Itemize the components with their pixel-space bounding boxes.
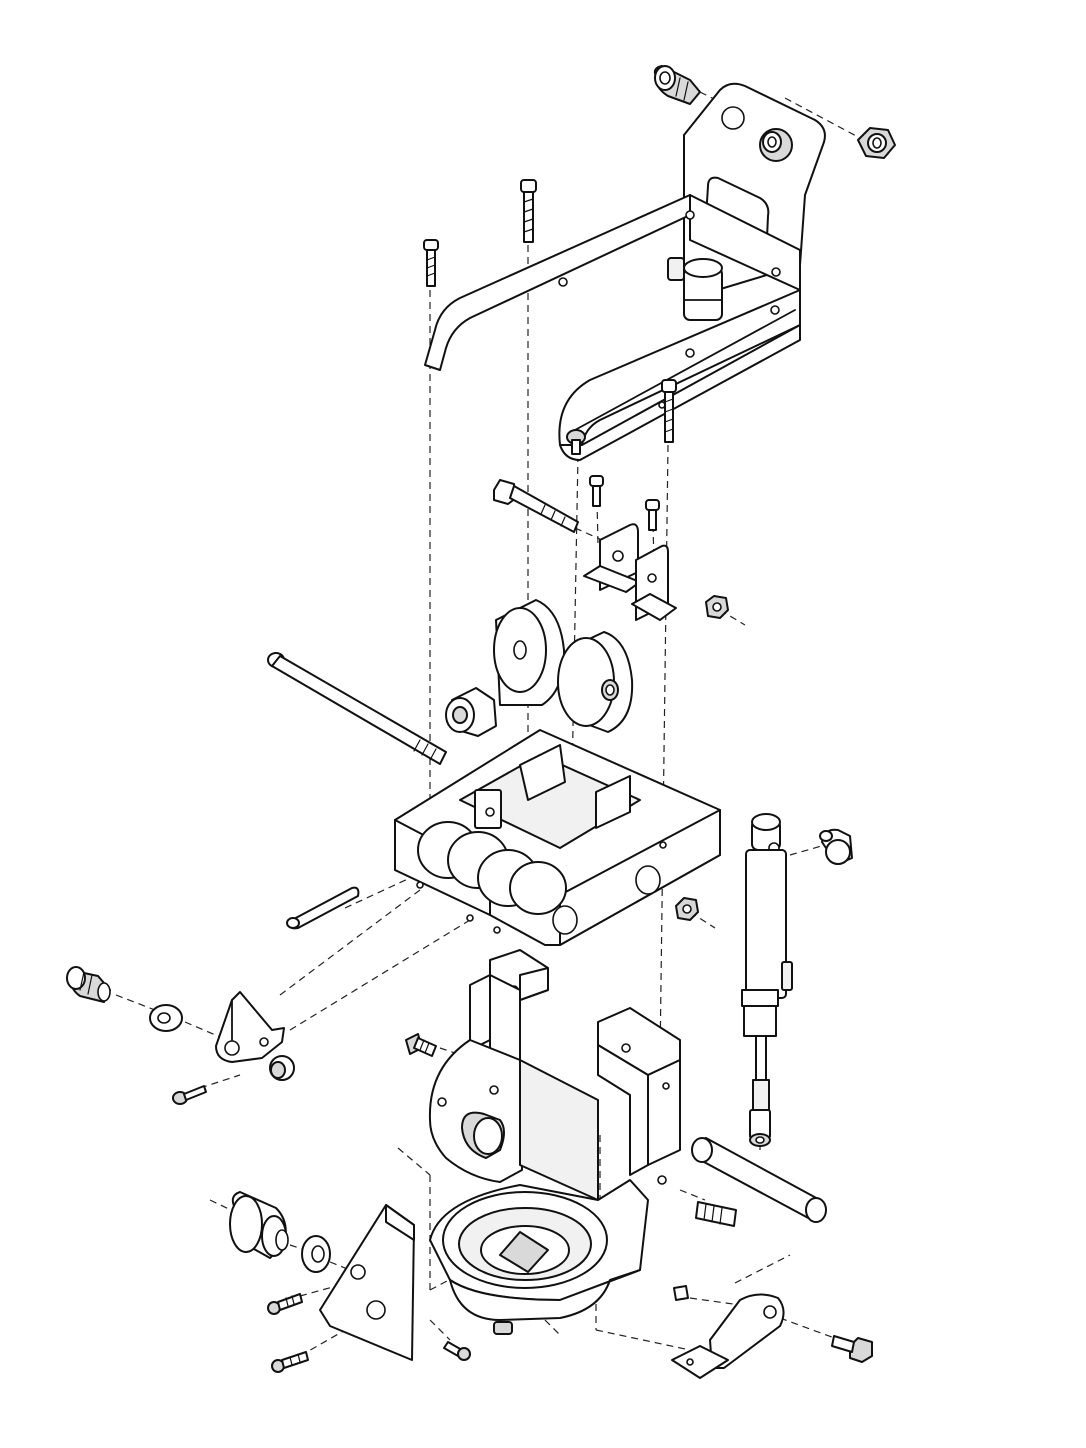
elbow-air-fitting xyxy=(819,828,853,865)
small-bushing-roller xyxy=(445,687,497,737)
lower-frame-housing xyxy=(428,949,681,1335)
arm-screw xyxy=(172,1085,207,1105)
long-threaded-rod xyxy=(267,652,447,765)
carriage-block xyxy=(394,729,721,946)
bumper-washer xyxy=(301,1235,331,1273)
round-shaft xyxy=(691,1137,827,1223)
threaded-stud-right xyxy=(695,1201,737,1227)
pneumatic-cylinder xyxy=(741,813,793,1147)
foot-bracket-screw xyxy=(673,1285,689,1301)
stud-screw xyxy=(405,1033,437,1057)
triangular-mount-plate xyxy=(319,1204,415,1361)
dowel-pin xyxy=(286,886,360,930)
top-hex-nut xyxy=(857,127,896,159)
roller-upper-left xyxy=(493,599,566,706)
foot-bracket xyxy=(671,1293,785,1379)
angle-bracket-rear xyxy=(583,523,641,593)
left-cap-fitting xyxy=(66,966,111,1003)
long-hex-bolt xyxy=(493,479,579,533)
base-screw xyxy=(443,1341,471,1361)
angle-bracket-front xyxy=(631,544,677,621)
left-washer xyxy=(149,1004,183,1032)
top-pipe-fitting xyxy=(653,65,701,105)
bumper-stop xyxy=(229,1191,289,1259)
small-screw-b xyxy=(645,499,660,531)
mount-screw-lower xyxy=(271,1351,309,1373)
bracket-screw-left xyxy=(423,239,439,287)
roller-upper-right xyxy=(557,631,634,733)
angle-bracket-nut xyxy=(705,595,729,619)
small-screw-a xyxy=(589,475,604,507)
bracket-foot-nut xyxy=(566,429,586,455)
mount-screw-upper xyxy=(267,1293,303,1315)
pivot-arm-bracket xyxy=(215,991,285,1063)
foot-hex-bolt xyxy=(831,1335,873,1363)
carriage-side-nut xyxy=(675,897,699,921)
bracket-screw-right xyxy=(661,379,677,443)
bracket-bulkhead-fitting xyxy=(759,128,793,162)
arm-roller-small xyxy=(269,1055,295,1081)
bracket-screw-middle xyxy=(520,179,537,243)
